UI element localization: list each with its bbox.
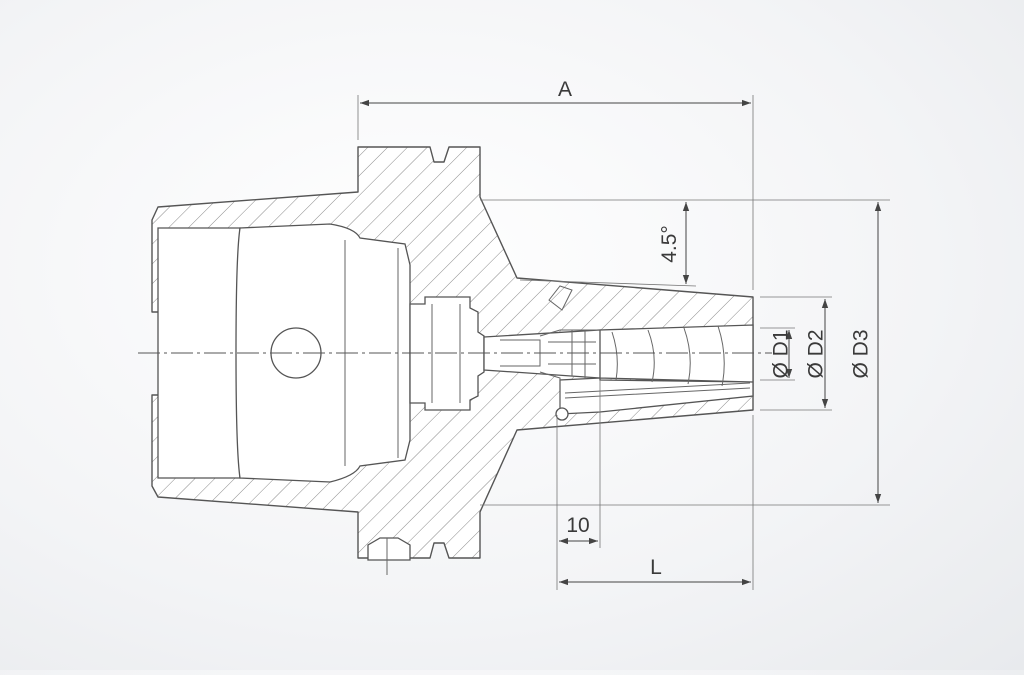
- groove-lines: [431, 304, 461, 403]
- extension-lines: [357, 95, 890, 590]
- dim-d2-label: Ø D2: [805, 329, 828, 378]
- dim-angle-label: 4.5°: [658, 225, 681, 263]
- dim-l-label: L: [650, 556, 662, 579]
- dim-a-label: A: [558, 78, 572, 101]
- pull-stud-groove: [409, 296, 485, 411]
- key-slot: [367, 537, 411, 561]
- dim-d3-label: Ø D3: [850, 329, 873, 378]
- taper-line: [564, 382, 751, 399]
- dim-d1-label: Ø D1: [770, 329, 793, 378]
- radial-screw: [548, 285, 573, 311]
- screw-lines: [611, 325, 725, 387]
- dim-10-label: 10: [566, 514, 589, 537]
- seal-ball: [555, 407, 569, 421]
